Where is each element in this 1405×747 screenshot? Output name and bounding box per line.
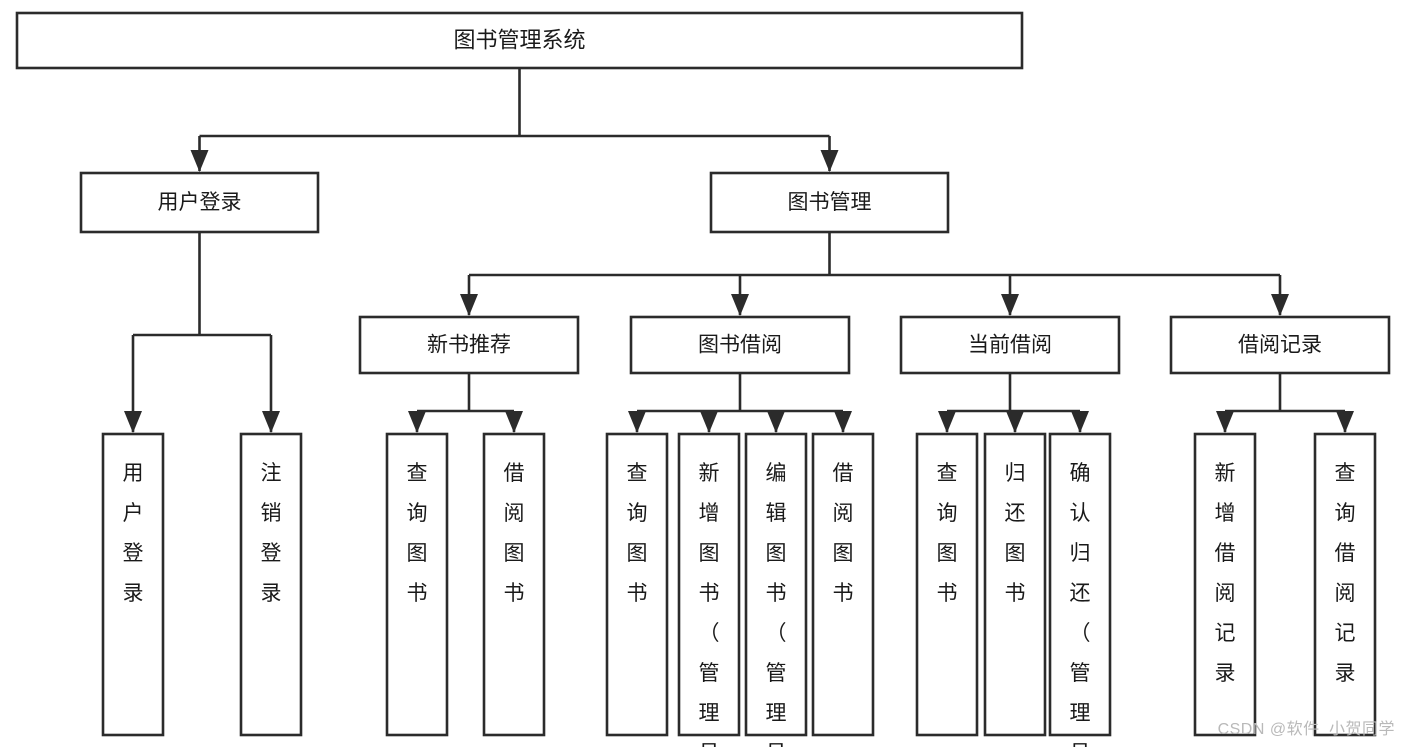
node-leaf-borrow-book-box[interactable] <box>811 432 875 737</box>
node-leaf-query-record-label: 查询借阅记录 <box>1335 462 1356 685</box>
node-leaf-edit-book-label: 编辑图书（管理员） <box>766 462 787 747</box>
node-leaf-return-book-box[interactable] <box>983 432 1047 737</box>
node-leaf-query-book-cur[interactable]: 查询图书 <box>915 432 979 737</box>
node-leaf-query-book-cur-box[interactable] <box>915 432 979 737</box>
node-leaf-confirm-return[interactable]: 确认归还（管理员） <box>1048 432 1112 747</box>
node-leaf-add-record-box[interactable] <box>1193 432 1257 737</box>
node-leaf-user-login-box[interactable] <box>101 432 165 737</box>
node-leaf-borrow-book-label: 借阅图书 <box>833 462 854 605</box>
arrow-bookmgmt-to-new-book-recommend <box>460 294 478 316</box>
node-leaf-user-logout-label: 注销登录 <box>261 462 282 605</box>
node-leaf-query-book-new-label: 查询图书 <box>407 462 428 605</box>
node-leaf-return-book-label: 归还图书 <box>1005 462 1026 605</box>
node-book-borrow-box[interactable] <box>629 315 851 375</box>
arrow-new-book-recommend-to-leaf-borrow-book-new <box>505 411 523 433</box>
arrow-bookmgmt-to-current-borrow <box>1001 294 1019 316</box>
node-leaf-query-book-borrow-label: 查询图书 <box>627 462 648 605</box>
node-current-borrow-label: 当前借阅 <box>968 334 1052 357</box>
node-user-login[interactable]: 用户登录 <box>79 171 320 234</box>
arrow-new-book-recommend-to-leaf-query-book-new <box>408 411 426 433</box>
node-book-management-label: 图书管理 <box>788 191 872 214</box>
node-borrow-record[interactable]: 借阅记录 <box>1169 315 1391 375</box>
arrow-current-borrow-to-leaf-confirm-return <box>1071 411 1089 433</box>
arrow-root-to-book-management <box>820 150 839 172</box>
node-leaf-query-book-borrow[interactable]: 查询图书 <box>605 432 669 737</box>
node-current-borrow[interactable]: 当前借阅 <box>899 315 1121 375</box>
arrow-current-borrow-to-leaf-query-book-cur <box>938 411 956 433</box>
node-layer: 图书管理系统用户登录图书管理新书推荐图书借阅当前借阅借阅记录用户登录注销登录查询… <box>15 11 1391 747</box>
node-leaf-query-book-new[interactable]: 查询图书 <box>385 432 449 737</box>
node-leaf-query-record-box[interactable] <box>1313 432 1377 737</box>
node-new-book-recommend-label: 新书推荐 <box>427 334 511 357</box>
node-leaf-user-logout-box[interactable] <box>239 432 303 737</box>
node-leaf-query-book-borrow-box[interactable] <box>605 432 669 737</box>
node-book-borrow-label: 图书借阅 <box>698 334 782 357</box>
node-leaf-borrow-book-new-box[interactable] <box>482 432 546 737</box>
node-leaf-query-book-cur-label: 查询图书 <box>937 462 958 605</box>
node-root-label: 图书管理系统 <box>453 27 585 52</box>
arrow-current-borrow-to-leaf-return-book <box>1006 411 1024 433</box>
node-leaf-add-book-label: 新增图书（管理员） <box>699 462 720 747</box>
node-leaf-borrow-book-new-label: 借阅图书 <box>504 462 525 605</box>
arrow-user-login-to-leaf-user-logout <box>262 411 280 433</box>
connector-layer <box>124 68 1354 433</box>
node-current-borrow-box[interactable] <box>899 315 1121 375</box>
node-borrow-record-box[interactable] <box>1169 315 1391 375</box>
node-leaf-user-logout[interactable]: 注销登录 <box>239 432 303 737</box>
node-leaf-query-book-new-box[interactable] <box>385 432 449 737</box>
node-book-management[interactable]: 图书管理 <box>709 171 950 234</box>
node-leaf-add-book-box[interactable] <box>677 432 741 737</box>
node-leaf-query-record[interactable]: 查询借阅记录 <box>1313 432 1377 737</box>
node-root[interactable]: 图书管理系统 <box>15 11 1024 70</box>
node-leaf-return-book[interactable]: 归还图书 <box>983 432 1047 737</box>
node-root-box[interactable] <box>15 11 1024 70</box>
node-leaf-borrow-book[interactable]: 借阅图书 <box>811 432 875 737</box>
node-leaf-add-record[interactable]: 新增借阅记录 <box>1193 432 1257 737</box>
node-book-borrow[interactable]: 图书借阅 <box>629 315 851 375</box>
node-leaf-add-book[interactable]: 新增图书（管理员） <box>677 432 741 747</box>
node-leaf-user-login[interactable]: 用户登录 <box>101 432 165 737</box>
node-leaf-borrow-book-new[interactable]: 借阅图书 <box>482 432 546 737</box>
node-leaf-confirm-return-box[interactable] <box>1048 432 1112 737</box>
node-user-login-box[interactable] <box>79 171 320 234</box>
node-new-book-recommend-box[interactable] <box>358 315 580 375</box>
node-leaf-user-login-label: 用户登录 <box>123 462 144 605</box>
node-new-book-recommend[interactable]: 新书推荐 <box>358 315 580 375</box>
arrow-book-borrow-to-leaf-borrow-book <box>834 411 852 433</box>
arrow-borrow-record-to-leaf-add-record <box>1216 411 1234 433</box>
node-book-management-box[interactable] <box>709 171 950 234</box>
arrow-root-to-user-login <box>190 150 209 172</box>
node-leaf-confirm-return-label: 确认归还（管理员） <box>1070 462 1091 747</box>
arrow-borrow-record-to-leaf-query-record <box>1336 411 1354 433</box>
arrow-book-borrow-to-leaf-edit-book <box>767 411 785 433</box>
node-leaf-edit-book[interactable]: 编辑图书（管理员） <box>744 432 808 747</box>
arrow-book-borrow-to-leaf-query-book-borrow <box>628 411 646 433</box>
node-borrow-record-label: 借阅记录 <box>1238 334 1322 357</box>
node-leaf-add-record-label: 新增借阅记录 <box>1215 462 1236 685</box>
arrow-bookmgmt-to-borrow-record <box>1271 294 1289 316</box>
node-user-login-label: 用户登录 <box>158 191 242 214</box>
node-leaf-edit-book-box[interactable] <box>744 432 808 737</box>
arrow-user-login-to-leaf-user-login <box>124 411 142 433</box>
arrow-book-borrow-to-leaf-add-book <box>700 411 718 433</box>
arrow-bookmgmt-to-book-borrow <box>731 294 749 316</box>
